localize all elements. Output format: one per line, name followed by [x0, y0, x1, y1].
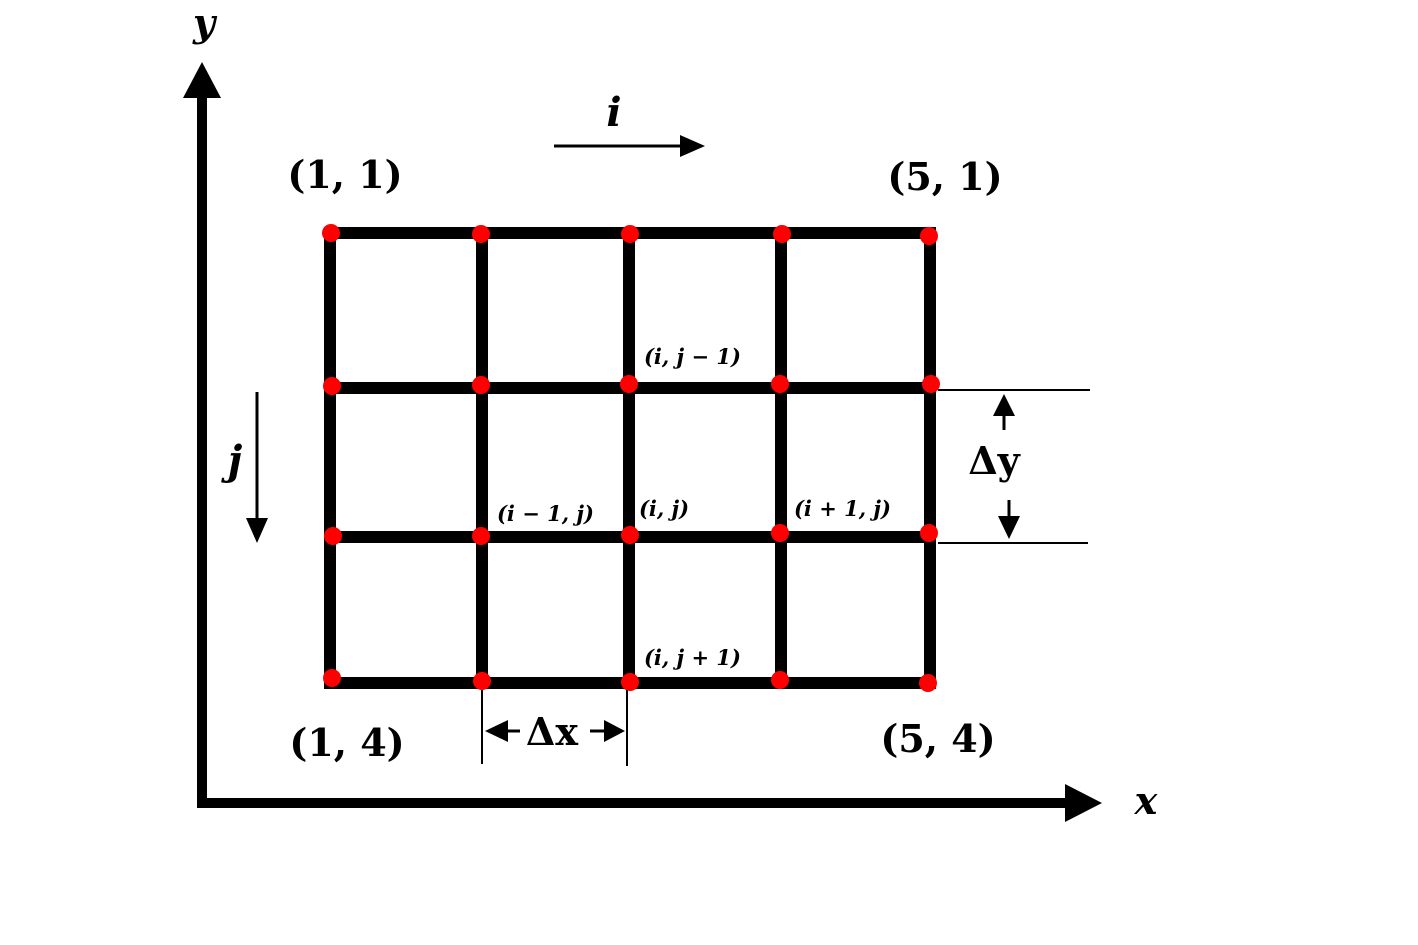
y-axis-label: y: [192, 0, 218, 45]
stencil-label-right: (i + 1, j): [794, 496, 891, 521]
grid-node-1-2: [323, 377, 341, 395]
grid-node-4-4: [771, 671, 789, 689]
i-direction-label: i: [606, 89, 621, 136]
coordinate-axes: y x: [183, 0, 1159, 823]
corner-label-bottom-left: (1, 4): [289, 720, 404, 765]
grid-node-3-2: [620, 375, 638, 393]
grid-node-3-1: [621, 225, 639, 243]
grid-node-2-2: [472, 376, 490, 394]
grid-node-1-4: [323, 669, 341, 687]
grid-node-2-3: [472, 527, 490, 545]
dx-arrowhead-left: [485, 720, 508, 742]
grid-node-2-1: [472, 225, 490, 243]
dy-arrowhead-up: [993, 394, 1015, 416]
stencil-labels: (i, j − 1) (i, j) (i − 1, j) (i + 1, j) …: [497, 344, 891, 670]
dx-label: Δx: [526, 709, 578, 754]
grid-node-1-3: [324, 527, 342, 545]
x-axis-arrowhead: [1065, 784, 1102, 822]
grid-node-5-2: [922, 375, 940, 393]
grid-node-2-4: [473, 672, 491, 690]
grid-node-1-1: [322, 224, 340, 242]
dy-dimension: Δy: [938, 389, 1090, 544]
j-direction-label: j: [221, 437, 243, 484]
mesh-grid: [324, 227, 936, 689]
dy-label: Δy: [968, 438, 1020, 483]
stencil-label-top: (i, j − 1): [644, 344, 741, 369]
grid-node-4-3: [771, 524, 789, 542]
stencil-label-left: (i − 1, j): [497, 501, 594, 526]
dy-arrowhead-down: [998, 516, 1020, 539]
grid-node-4-2: [771, 375, 789, 393]
y-axis-arrowhead: [183, 62, 221, 98]
stencil-label-center: (i, j): [639, 496, 689, 521]
grid-node-4-1: [773, 225, 791, 243]
corner-label-top-left: (1, 1): [287, 152, 402, 197]
dx-arrowhead-right: [604, 720, 625, 742]
grid-node-5-4: [919, 674, 937, 692]
grid-node-3-3: [621, 526, 639, 544]
grid-node-3-4: [621, 673, 639, 691]
grid-node-5-1: [920, 227, 938, 245]
grid-node-5-3: [920, 524, 938, 542]
i-direction-arrowhead: [680, 135, 705, 157]
j-direction-arrowhead: [246, 518, 268, 543]
grid-nodes: [322, 224, 940, 692]
corner-label-top-right: (5, 1): [887, 154, 1002, 199]
x-axis-label: x: [1134, 778, 1159, 823]
corner-label-bottom-right: (5, 4): [880, 716, 995, 761]
corner-labels: (1, 1) (5, 1) (1, 4) (5, 4): [287, 152, 1002, 765]
dx-dimension: Δx: [481, 690, 628, 766]
stencil-label-bottom: (i, j + 1): [644, 645, 741, 670]
